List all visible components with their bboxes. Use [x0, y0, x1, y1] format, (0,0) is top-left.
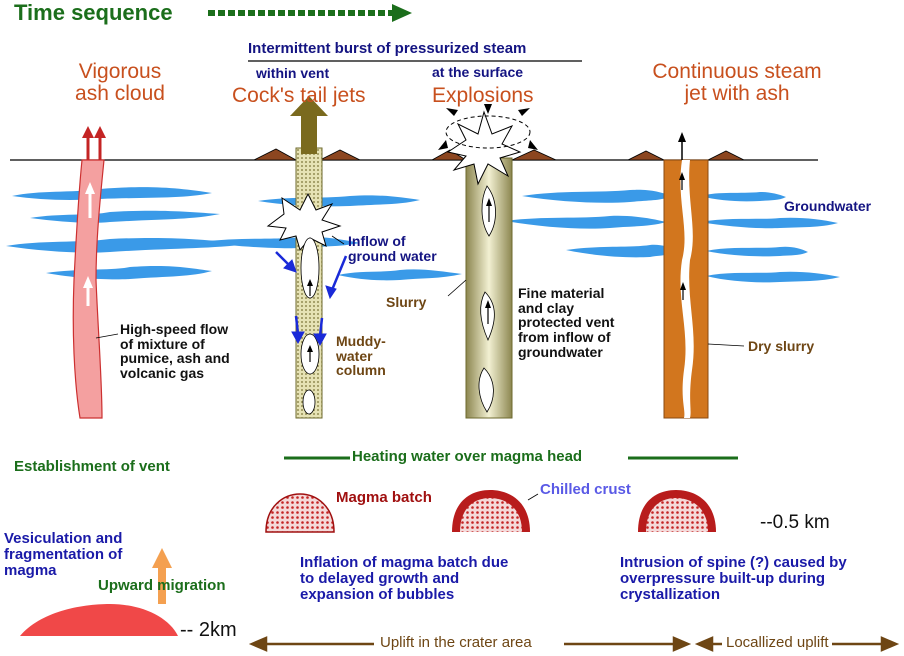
- magma-batches: [265, 490, 716, 533]
- muddy-label: Muddy- water column: [336, 333, 386, 379]
- slurry-label: Slurry: [386, 294, 427, 310]
- localized-uplift-label: Locallized uplift: [726, 634, 829, 651]
- time-sequence-label: Time sequence: [14, 0, 173, 25]
- deep-magma: [20, 604, 178, 636]
- cocks-tail-title: Cock's tail jets: [232, 84, 366, 107]
- magma-batch-label: Magma batch: [336, 489, 432, 506]
- inflow-label: Inflow of ground water: [348, 233, 437, 264]
- chilled-crust-label: Chilled crust: [540, 481, 631, 498]
- continuous-title: Continuous steam jet with ash: [652, 60, 822, 106]
- depth-05-label: --0.5 km: [760, 512, 830, 533]
- vent-continuous: [663, 132, 745, 419]
- vent-explosions: [438, 104, 538, 419]
- vesiculation-label: Vesiculation and fragmentation of magma: [4, 530, 123, 579]
- intermittent-label: Intermittent burst of pressurized steam: [248, 40, 527, 57]
- groundwater-label: Groundwater: [784, 198, 872, 214]
- establishment-label: Establishment of vent: [14, 458, 170, 475]
- at-surface-label: at the surface: [432, 64, 524, 80]
- time-arrow: [208, 4, 412, 22]
- upward-label: Upward migration: [98, 577, 226, 594]
- upward-arrow: [152, 548, 172, 604]
- high-speed-label: High-speed flow of mixture of pumice, as…: [120, 321, 230, 382]
- vigorous-title: Vigorous ash cloud: [75, 60, 165, 106]
- inflation-label: Inflation of magma batch due to delayed …: [300, 554, 509, 603]
- explosions-title: Explosions: [432, 84, 534, 107]
- crater-rims: [253, 148, 745, 161]
- fine-material-label: Fine material and clay protected vent fr…: [518, 285, 615, 360]
- intrusion-label: Intrusion of spine (?) caused by overpre…: [620, 554, 847, 603]
- dry-slurry-label: Dry slurry: [748, 338, 815, 354]
- vent-cocks-tail: [266, 96, 348, 419]
- high-speed-leader: [95, 333, 119, 339]
- within-vent-label: within vent: [256, 65, 330, 81]
- vent-vigorous: [72, 126, 106, 419]
- uplift-crater-label: Uplift in the crater area: [380, 634, 532, 651]
- uplift-arrows: [248, 636, 900, 652]
- heating-label: Heating water over magma head: [352, 448, 583, 465]
- depth-2-label: -- 2km: [180, 619, 237, 641]
